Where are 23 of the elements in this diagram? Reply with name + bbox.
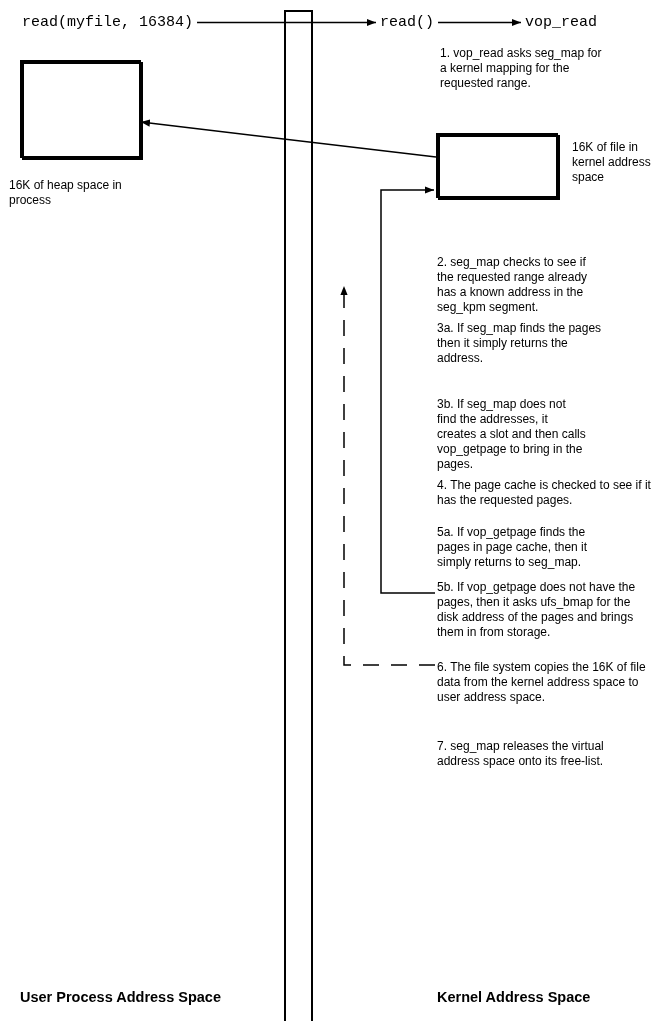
step-text: 5b. If vop_getpage does not have the pages, then it asks ufs_bmap for the disk address of the pages and brings them in from storage. xyxy=(437,580,649,640)
box-caption: 16K of file in kernel address space xyxy=(572,140,652,185)
step-text: 1. vop_read asks seg_map for a kernel mapping for the requested range. xyxy=(440,46,603,91)
arrow xyxy=(140,119,437,158)
arrow xyxy=(437,18,522,27)
step-text: 3a. If seg_map finds the pages then it simply returns the address. xyxy=(437,321,603,366)
step-text: 3b. If seg_map does not find the addresses, it creates a slot and then calls vop_getpage to bring in the pages. xyxy=(437,397,587,472)
step-text: 4. The page cache is checked to see if it has the requested pages. xyxy=(437,478,652,508)
function-call-text: read(myfile, 16384) xyxy=(22,14,194,31)
step-text: 7. seg_map releases the virtual address space onto its free-list. xyxy=(437,739,605,769)
step-text: 6. The file system copies the 16K of file data from the kernel address space to user address space. xyxy=(437,660,659,705)
step-text: 2. seg_map checks to see if the requested range already has a known address in the seg_kpm segment. xyxy=(437,255,589,315)
function-call-text: read() xyxy=(380,14,434,31)
memory-box xyxy=(20,60,141,158)
region-title: Kernel Address Space xyxy=(437,989,591,1005)
memory-box xyxy=(436,133,558,198)
step-text: 5a. If vop_getpage finds the pages in page cache, then it simply returns to seg_map. xyxy=(437,525,589,570)
arrow xyxy=(380,186,436,594)
region-title: User Process Address Space xyxy=(20,989,221,1005)
box-caption: 16K of heap space in process xyxy=(9,178,123,208)
function-call-text: vop_read xyxy=(525,14,597,31)
arrow xyxy=(196,18,377,27)
arrow xyxy=(340,285,436,666)
